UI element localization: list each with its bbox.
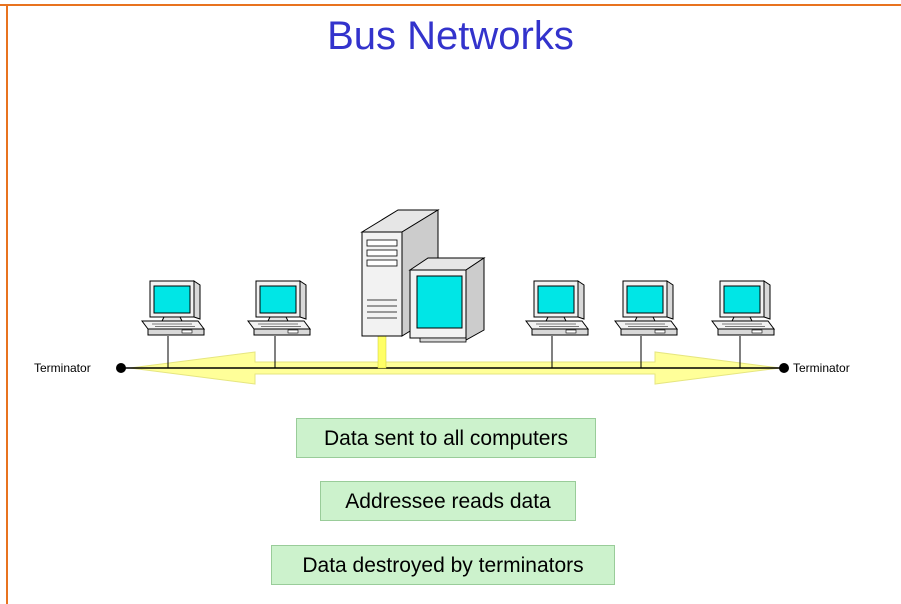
workstation-icon (247, 280, 311, 336)
workstation-icon (614, 280, 678, 336)
server-drop-cable (377, 335, 387, 369)
left-terminator-label: Terminator (34, 361, 91, 375)
left-terminator-dot (116, 363, 126, 373)
slide-border-top (0, 4, 901, 6)
note-data-destroyed: Data destroyed by terminators (271, 545, 615, 585)
right-terminator-label: Terminator (793, 361, 850, 375)
note-data-sent: Data sent to all computers (296, 418, 596, 458)
server-monitor-icon (408, 257, 486, 343)
workstation-icon (711, 280, 775, 336)
page-title: Bus Networks (327, 14, 574, 58)
right-terminator-dot (779, 363, 789, 373)
workstation-icon (141, 280, 205, 336)
workstation-icon (525, 280, 589, 336)
slide-border-left (6, 4, 8, 604)
note-addressee-reads: Addressee reads data (320, 481, 576, 521)
